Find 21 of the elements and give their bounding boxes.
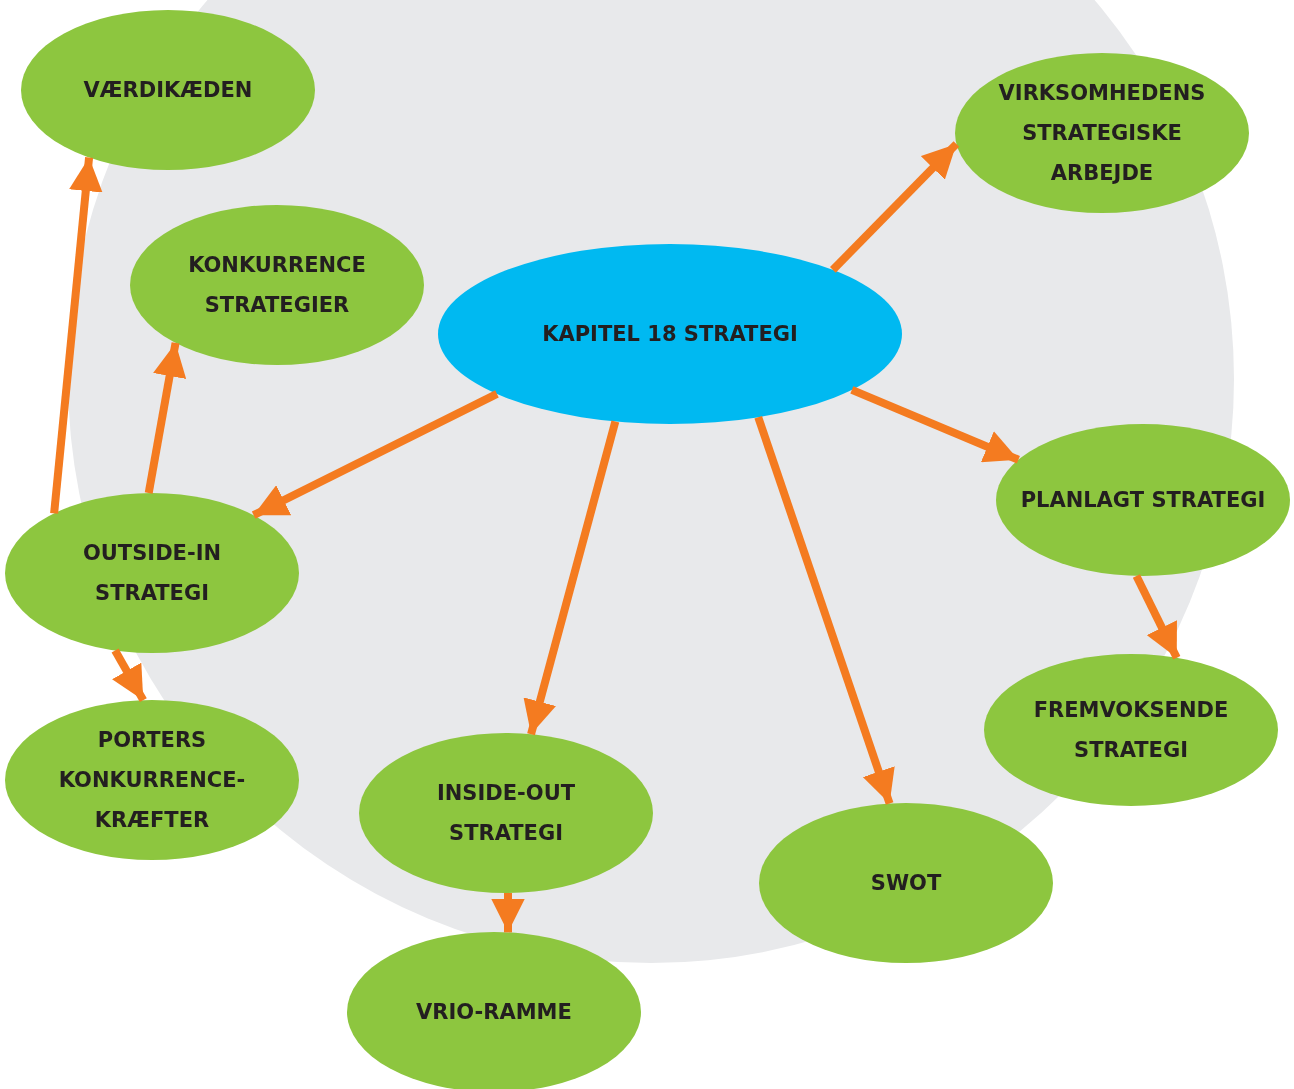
node-label: KAPITEL 18 STRATEGI — [542, 321, 798, 348]
node-label: VIRKSOMHEDENS STRATEGISKE ARBEJDE — [997, 80, 1207, 187]
node-label: SWOT — [870, 870, 942, 897]
node-label: OUTSIDE-IN STRATEGI — [81, 540, 223, 607]
arrow — [850, 386, 1020, 464]
arrow — [251, 390, 499, 519]
node-label: PORTERS KONKURRENCE-KRÆFTER — [57, 727, 247, 834]
node-label: KONKURRENCE STRATEGIER — [187, 252, 367, 319]
node-label: INSIDE-OUT STRATEGI — [435, 780, 577, 847]
node-label: VÆRDIKÆDEN — [83, 77, 253, 104]
arrow — [830, 141, 960, 273]
arrow — [491, 893, 525, 933]
arrow — [144, 342, 187, 494]
arrow — [754, 415, 895, 805]
node-label: VRIO-RAMME — [416, 999, 572, 1026]
arrow — [111, 648, 147, 703]
arrow — [523, 420, 620, 736]
arrow — [1132, 574, 1181, 660]
node-label: PLANLAGT STRATEGI — [1020, 487, 1266, 514]
arrow — [50, 157, 103, 514]
node-label: FREMVOKSENDE STRATEGI — [1032, 697, 1230, 764]
